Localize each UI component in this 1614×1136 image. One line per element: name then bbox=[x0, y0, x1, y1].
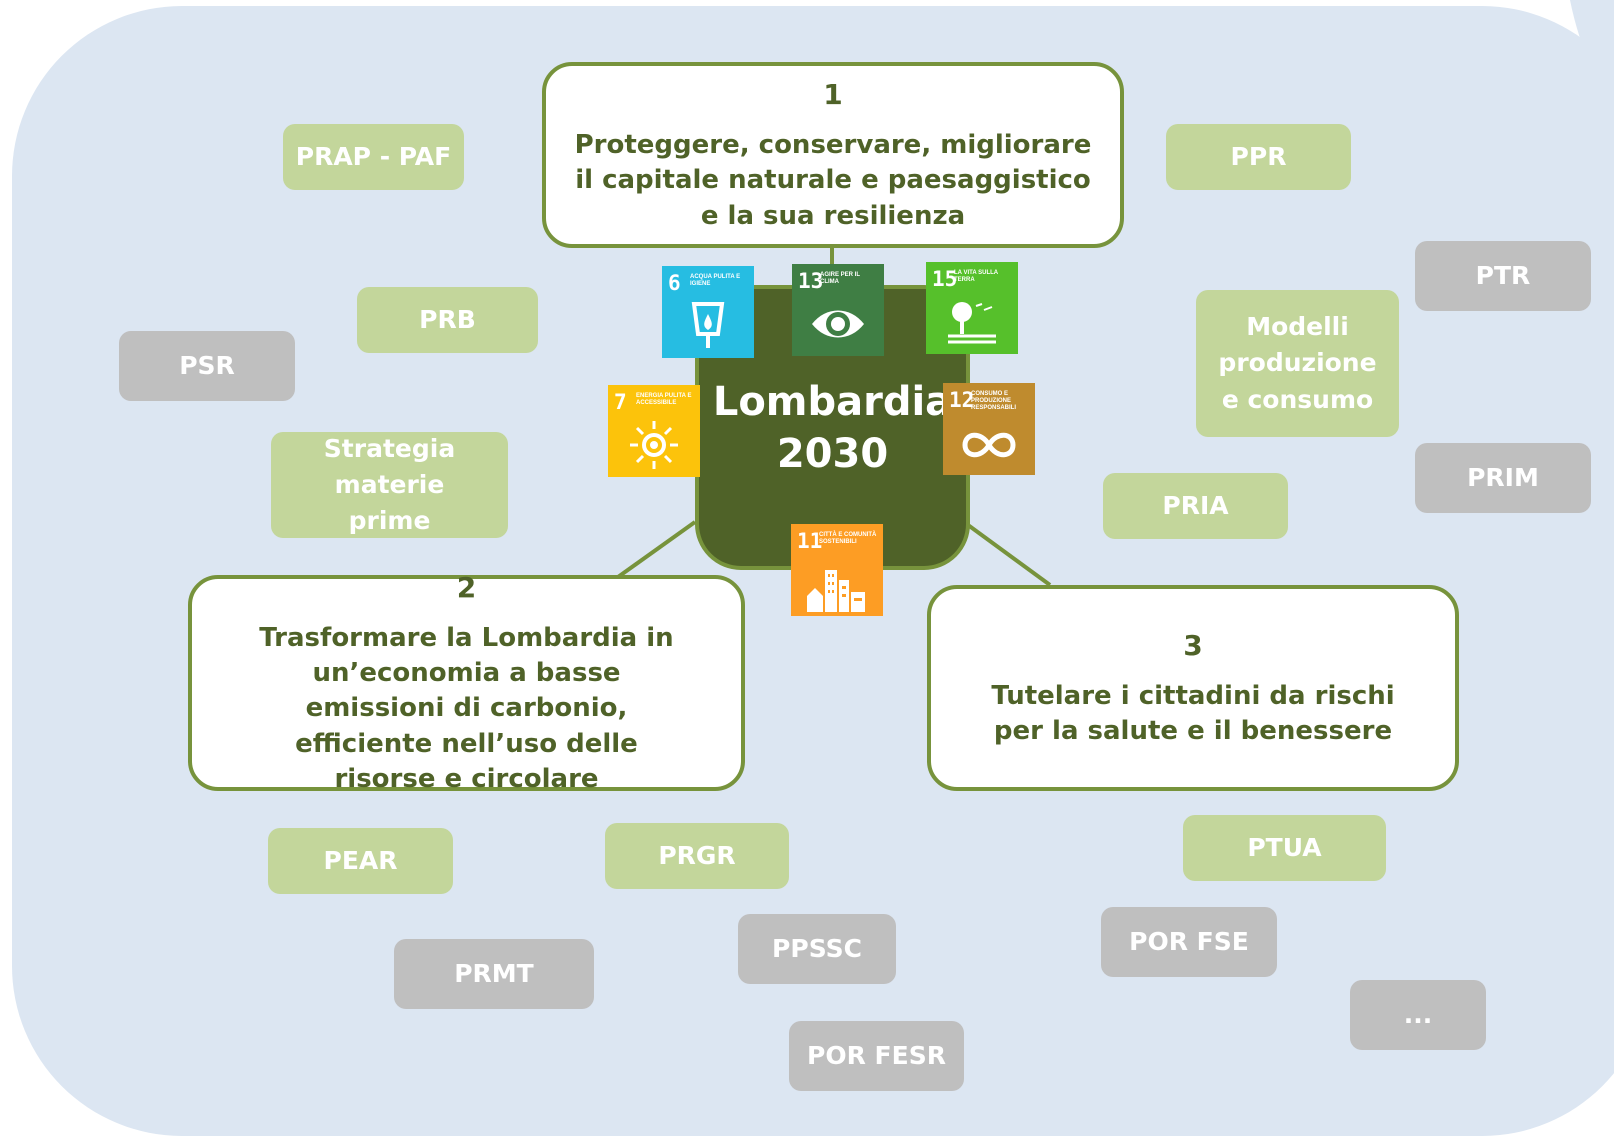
sdg-11-tile: 11 CITTÀ E COMUNITÀ SOSTENIBILI bbox=[791, 524, 883, 616]
plan-pill: PRMT bbox=[394, 939, 594, 1009]
sdg-13-tile: 13 AGIRE PER IL CLIMA bbox=[792, 264, 884, 356]
sun-icon bbox=[630, 421, 678, 469]
plan-pill: PTUA bbox=[1183, 815, 1386, 881]
sdg-title: CONSUMO E PRODUZIONE RESPONSABILI bbox=[971, 391, 1017, 411]
plan-pill: Strategia materie prime bbox=[271, 432, 508, 538]
plan-pill: POR FSE bbox=[1101, 907, 1277, 977]
sdg-title: ENERGIA PULITA E ACCESSIBILE bbox=[636, 393, 692, 406]
sdg-title: LA VITA SULLA TERRA bbox=[954, 270, 998, 283]
goal-text: Trasformare la Lombardia in un’economia … bbox=[259, 622, 674, 795]
plan-pill: PPR bbox=[1166, 124, 1351, 190]
corner-decoration bbox=[1570, 0, 1614, 111]
plan-pill: PRAP - PAF bbox=[283, 124, 464, 190]
plan-pill: Modelli produzione e consumo bbox=[1196, 290, 1399, 437]
sdg-number: 13 bbox=[798, 269, 824, 293]
goal-box-2: 2 Trasformare la Lombardia in un’economi… bbox=[188, 571, 745, 794]
plan-pill: PRIA bbox=[1103, 473, 1288, 539]
sdg-number: 6 bbox=[668, 271, 681, 295]
center-title: Lombardia bbox=[712, 378, 953, 425]
goal-text: Proteggere, conservare, migliorare il ca… bbox=[574, 130, 1092, 231]
sdg-title: ACQUA PULITA E IGIENE bbox=[690, 274, 741, 287]
sdg-title: CITTÀ E COMUNITÀ SOSTENIBILI bbox=[819, 532, 877, 545]
plan-pill: PTR bbox=[1415, 241, 1591, 311]
water-drop-icon bbox=[691, 302, 725, 348]
center-year: 2030 bbox=[776, 430, 889, 477]
sdg-15-tile: 15 LA VITA SULLA TERRA bbox=[926, 262, 1018, 354]
plan-pill: ... bbox=[1350, 980, 1486, 1050]
goal-box-1: 1 Proteggere, conservare, migliorare il … bbox=[542, 62, 1124, 248]
sdg-number: 7 bbox=[614, 390, 627, 414]
sdg-title: AGIRE PER IL CLIMA bbox=[820, 272, 860, 285]
city-icon bbox=[807, 570, 865, 612]
sdg-6-tile: 6 ACQUA PULITA E IGIENE bbox=[662, 266, 754, 358]
sdg-7-tile: 7 ENERGIA PULITA E ACCESSIBILE bbox=[608, 385, 700, 477]
eye-earth-icon bbox=[812, 310, 864, 338]
sdg-number: 15 bbox=[932, 267, 958, 291]
goal-box-3: 3 Tutelare i cittadini da rischi per la … bbox=[927, 585, 1459, 791]
goal-text: Tutelare i cittadini da rischi per la sa… bbox=[991, 680, 1395, 747]
goal-number: 3 bbox=[1183, 628, 1203, 662]
infinity-icon bbox=[962, 432, 1016, 458]
plan-pill: PRGR bbox=[605, 823, 789, 889]
goal-number: 2 bbox=[456, 570, 477, 604]
sdg-12-tile: 12 CONSUMO E PRODUZIONE RESPONSABILI bbox=[943, 383, 1035, 475]
plan-pill: POR FESR bbox=[789, 1021, 964, 1091]
plan-pill: PSR bbox=[119, 331, 295, 401]
sdg-number: 12 bbox=[949, 388, 975, 412]
plan-pill: PEAR bbox=[268, 828, 453, 894]
plan-pill: PPSSC bbox=[738, 914, 896, 984]
plan-pill: PRIM bbox=[1415, 443, 1591, 513]
sdg-number: 11 bbox=[797, 529, 823, 553]
plan-pill: PRB bbox=[357, 287, 538, 353]
tree-icon bbox=[948, 302, 996, 344]
goal-number: 1 bbox=[823, 77, 843, 111]
